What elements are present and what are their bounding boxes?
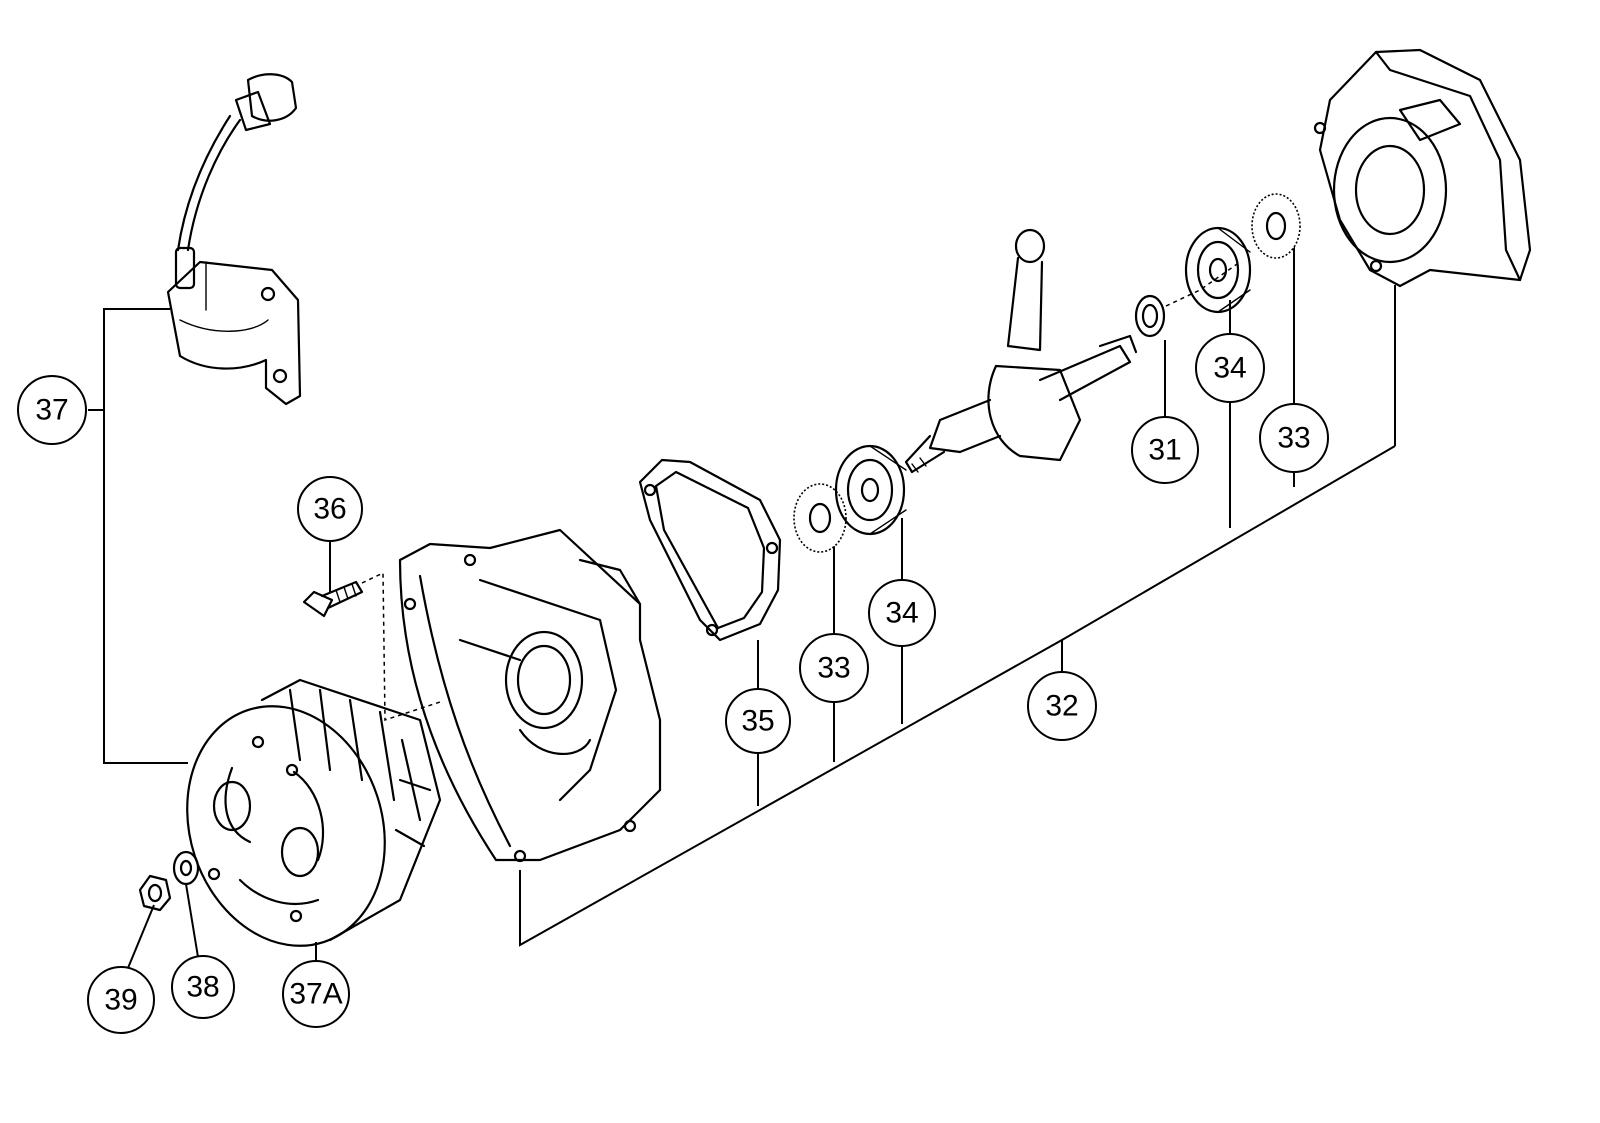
shaft-axis xyxy=(1165,261,1241,307)
callout-37a: 37A xyxy=(282,960,350,1028)
callout-label: 37A xyxy=(289,978,342,1011)
callout-label: 34 xyxy=(885,597,918,630)
callout-36: 36 xyxy=(297,476,363,542)
callout-39: 39 xyxy=(87,966,155,1034)
callout-label: 32 xyxy=(1045,690,1078,723)
oil-seal-front xyxy=(793,483,847,553)
crankcase-front xyxy=(398,528,662,863)
nut xyxy=(138,874,172,912)
callout-37: 37 xyxy=(17,375,87,445)
callout-label: 36 xyxy=(313,493,346,526)
callout-label: 33 xyxy=(1277,422,1310,455)
callout-label: 39 xyxy=(104,984,137,1017)
flywheel xyxy=(186,678,442,947)
callout-33-lower: 33 xyxy=(799,633,869,703)
callout-35: 35 xyxy=(725,688,791,754)
callout-label: 33 xyxy=(817,652,850,685)
washer xyxy=(172,850,200,886)
callout-33-upper: 33 xyxy=(1259,403,1329,473)
callout-34-upper: 34 xyxy=(1195,333,1265,403)
ignition-coil xyxy=(166,73,302,406)
crankshaft xyxy=(904,228,1138,474)
callout-label: 34 xyxy=(1213,352,1246,385)
callout-label: 35 xyxy=(741,705,774,738)
bearing-front xyxy=(834,444,907,536)
bearing-rear xyxy=(1184,226,1252,314)
callout-label: 31 xyxy=(1148,434,1181,467)
callout-label: 37 xyxy=(35,394,68,427)
callout-38: 38 xyxy=(171,955,235,1019)
thrust-washer xyxy=(1134,294,1166,338)
callout-label: 38 xyxy=(186,971,219,1004)
gasket xyxy=(638,458,782,642)
oil-seal-rear xyxy=(1251,193,1301,259)
crankcase-rear xyxy=(1313,48,1532,288)
leader-lines xyxy=(88,244,1396,969)
callout-34-lower: 34 xyxy=(868,579,936,647)
screw xyxy=(302,580,364,618)
callout-31: 31 xyxy=(1131,416,1199,484)
callout-32: 32 xyxy=(1027,671,1097,741)
